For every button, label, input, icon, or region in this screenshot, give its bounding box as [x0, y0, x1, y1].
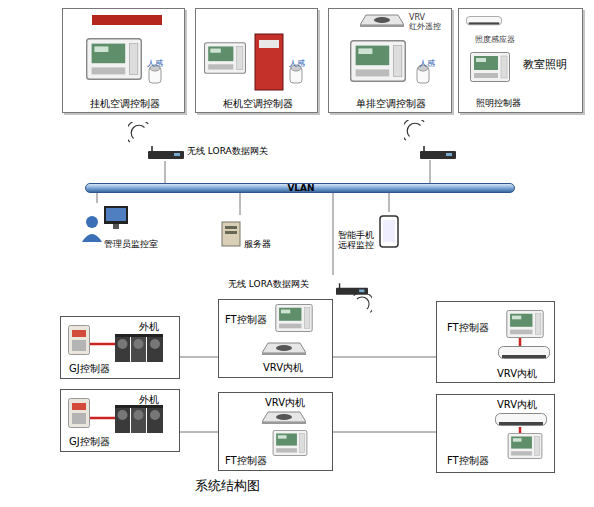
- connector-line: [240, 193, 241, 215]
- unit-box: 外机 GJ控制器: [60, 389, 180, 452]
- node-label: 柜机空调控制器: [196, 98, 319, 110]
- node-label: 照明控制器: [465, 98, 531, 108]
- control-wire: [90, 343, 115, 346]
- controller-icon: [205, 43, 246, 73]
- controller-icon: [273, 430, 307, 455]
- caption: 系统结构图: [195, 479, 315, 494]
- wall-unit-icon: [496, 414, 547, 426]
- node-label: 人感: [419, 59, 449, 68]
- controller-icon: [507, 310, 543, 337]
- node-label: GJ控制器: [69, 436, 139, 448]
- node-label: VRV内机: [497, 399, 552, 411]
- gateway-node: 无线 LORA数据网关: [145, 143, 335, 161]
- unit-box: 外机 GJ控制器: [60, 316, 180, 379]
- node-label: GJ控制器: [69, 363, 139, 375]
- node-label: 挂机空调控制器: [63, 98, 186, 110]
- wireless-waves: [126, 120, 148, 142]
- person-head: [86, 216, 98, 228]
- wireless-waves: [354, 292, 374, 312]
- server-icon: [222, 222, 240, 246]
- controller-box: 照度感应器教室照明照明控制器: [458, 8, 583, 113]
- control-wire: [90, 417, 115, 420]
- admin-node: 管理员监控室: [78, 203, 168, 251]
- node-label: 外机: [139, 394, 169, 406]
- outdoor-unit-icon: [115, 334, 163, 362]
- controller-box: 人感挂机空调控制器: [62, 8, 185, 113]
- node-label: 照度感应器: [475, 35, 537, 44]
- cabinet-unit: [255, 34, 283, 90]
- unit-box: VRV内机 FT控制器: [436, 394, 555, 473]
- wall-unit-icon: [499, 347, 550, 359]
- node-label: 单排空调控制器: [329, 98, 453, 110]
- connector-line: [333, 432, 436, 433]
- controller-icon: [471, 53, 510, 82]
- unit-box: VRV内机 FT控制器: [218, 392, 333, 471]
- connector-line: [333, 357, 436, 358]
- red-display: [92, 15, 162, 25]
- gateway-icon: [148, 146, 184, 159]
- illuminance-sensor-icon: [466, 17, 501, 25]
- connector-line: [97, 193, 98, 203]
- controller-icon: [276, 304, 312, 331]
- vlan-bus: VLAN: [85, 183, 515, 193]
- bus-label: VLAN: [86, 183, 516, 193]
- wireless-waves: [402, 118, 424, 140]
- server-node: 服务器: [218, 215, 298, 250]
- connector-line: [180, 432, 218, 433]
- node-label: 服务器: [244, 239, 299, 249]
- connector-line: [333, 193, 334, 275]
- controller-icon: [351, 41, 406, 82]
- phone-node: 智能手机 远程监控: [338, 212, 400, 262]
- gateway-icon: [336, 283, 368, 295]
- node-label: 外机: [139, 321, 169, 333]
- server-slot: [225, 231, 237, 234]
- node-label: VRV 红外遥控: [409, 13, 453, 31]
- unit-box: FT控制器 VRV内机: [218, 299, 333, 378]
- node-label: 无线 LORA数据网关: [228, 279, 338, 289]
- control-wire: [519, 427, 522, 433]
- gateway-wire: [430, 160, 431, 183]
- node-label: VRV内机: [497, 368, 552, 380]
- cassette-icon: [360, 15, 404, 27]
- node-label: 管理员监控室: [104, 239, 174, 249]
- gj-controller-icon: [69, 399, 90, 428]
- cassette-icon: [262, 412, 306, 424]
- server-slot: [225, 226, 237, 229]
- node-label: FT控制器: [447, 322, 507, 334]
- node-label: 人感: [147, 59, 177, 68]
- connector-line: [165, 161, 166, 183]
- gateway-icon: [420, 146, 456, 159]
- controller-icon: [508, 433, 542, 458]
- connector-line: [389, 193, 390, 212]
- monitor-screen: [106, 208, 126, 221]
- node-label: 无线 LORA数据网关: [187, 146, 332, 156]
- monitor: [104, 206, 128, 224]
- control-wire: [519, 338, 522, 346]
- gj-controller-icon: [69, 326, 90, 355]
- monitor-stand: [113, 224, 119, 229]
- connector-line: [180, 357, 218, 358]
- node-label: 智能手机 远程监控: [338, 230, 382, 251]
- cabinet-panel: [259, 40, 279, 48]
- node-label: 人感: [289, 59, 319, 68]
- phone-icon: [380, 216, 398, 247]
- node-label: VRV内机: [263, 362, 323, 374]
- unit-box: FT控制器 VRV内机: [436, 301, 555, 383]
- outdoor-unit-icon: [115, 405, 163, 433]
- node-label: FT控制器: [225, 314, 285, 326]
- node-label: 教室照明: [523, 59, 583, 72]
- cassette-icon: [262, 343, 306, 355]
- node-label: FT控制器: [447, 455, 507, 467]
- controller-box: VRV 红外遥控人感单排空调控制器: [328, 8, 452, 113]
- person-body: [82, 234, 102, 242]
- node-label: VRV内机: [265, 397, 325, 409]
- phone-screen: [383, 220, 395, 242]
- node-label: FT控制器: [225, 455, 285, 467]
- controller-box: 人感柜机空调控制器: [195, 8, 318, 113]
- controller-icon: [87, 39, 142, 80]
- gateway-node: 无线 LORA数据网关: [228, 275, 368, 297]
